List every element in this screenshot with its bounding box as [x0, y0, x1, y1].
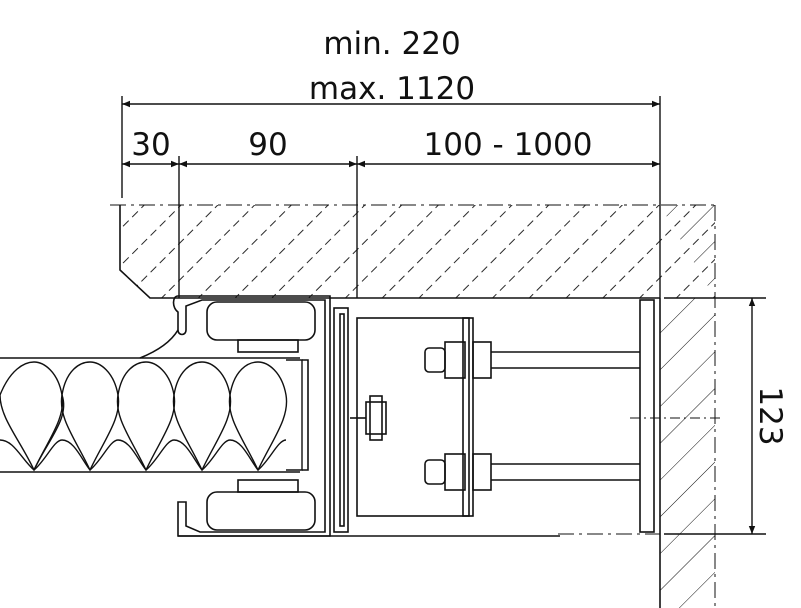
dim-height: 123	[752, 386, 788, 445]
dimension-lines	[121, 96, 766, 535]
dim-overall-max: max. 1120	[309, 71, 475, 107]
dim-overall-min: min. 220	[323, 26, 460, 62]
roller-carriage	[139, 295, 560, 537]
wall-section	[110, 204, 716, 608]
mounting-bracket	[350, 299, 722, 533]
dim-seg-1: 30	[131, 127, 170, 163]
dim-seg-3: 100 - 1000	[424, 127, 593, 163]
dim-seg-2: 90	[248, 127, 287, 163]
insulation-panel	[0, 357, 303, 473]
